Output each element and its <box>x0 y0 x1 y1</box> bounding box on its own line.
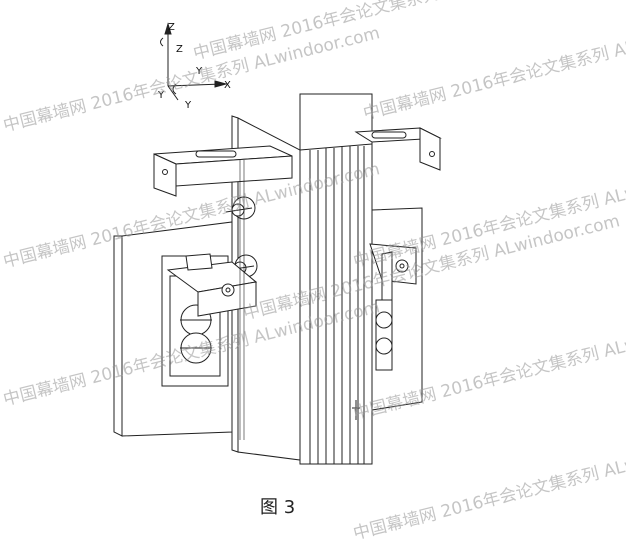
main-column <box>299 93 373 465</box>
bolt-upper <box>225 196 256 220</box>
left-connector-angle <box>166 253 258 317</box>
svg-text:Y: Y <box>195 66 203 77</box>
figure-caption: 图 3 <box>260 497 296 518</box>
right-connector-angle <box>369 243 417 371</box>
z-axis-label: Z <box>168 22 175 33</box>
svg-text:Z: Z <box>176 44 183 55</box>
hatch-lines <box>239 160 245 440</box>
top-left-bracket <box>153 145 293 197</box>
x-axis-label: X <box>224 80 231 91</box>
svg-text:Y: Y <box>157 90 165 101</box>
y-axis-label: Y <box>184 100 192 111</box>
coordinate-triad: Z Z X Y Y Y <box>157 22 231 111</box>
top-right-bracket <box>354 127 442 171</box>
